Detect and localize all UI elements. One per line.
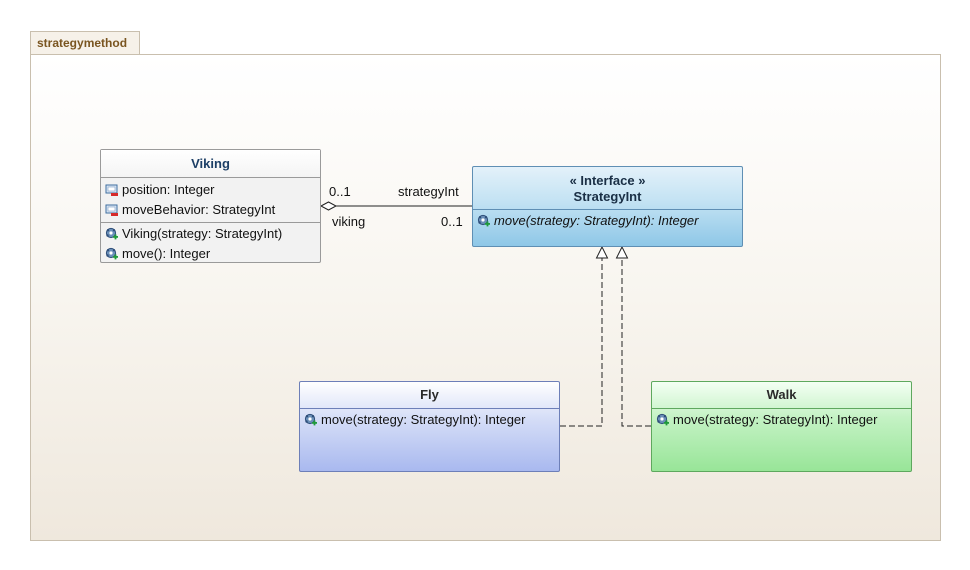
public-operation-icon (105, 247, 119, 261)
walk-class-name: Walk (766, 387, 797, 402)
strategy-end-multiplicity: 0..1 (441, 214, 463, 229)
viking-attribute-movebehavior[interactable]: moveBehavior: StrategyInt (101, 200, 320, 220)
walk-operation-move[interactable]: move(strategy: StrategyInt): Integer (652, 410, 911, 430)
viking-attribute-position[interactable]: position: Integer (101, 180, 320, 200)
fly-realization-arrowhead (595, 245, 609, 259)
public-operation-icon (477, 214, 491, 228)
fly-operations-compartment: move(strategy: StrategyInt): Integer (300, 408, 559, 430)
private-attribute-icon (105, 203, 119, 217)
operation-label: Viking(strategy: StrategyInt) (122, 226, 283, 241)
strategyint-header: « Interface » StrategyInt (473, 167, 742, 209)
strategyint-operation-move[interactable]: move(strategy: StrategyInt): Integer (473, 211, 742, 231)
viking-class[interactable]: Viking position: Integer moveBehavior: S… (100, 149, 321, 263)
strategyint-operations-compartment: move(strategy: StrategyInt): Integer (473, 209, 742, 231)
viking-attributes-compartment: position: Integer moveBehavior: Strategy… (101, 177, 320, 222)
strategyint-interface[interactable]: « Interface » StrategyInt move(strategy:… (472, 166, 743, 247)
strategyint-name: StrategyInt (573, 189, 642, 204)
strategy-end-role: strategyInt (398, 184, 459, 199)
interface-stereotype: « Interface » (569, 173, 646, 188)
walk-realization-line[interactable] (621, 258, 651, 427)
public-operation-icon (304, 413, 318, 427)
aggregation-diamond (319, 201, 338, 211)
package-tab[interactable]: strategymethod (30, 31, 140, 54)
walk-operations-compartment: move(strategy: StrategyInt): Integer (652, 408, 911, 430)
fly-operation-move[interactable]: move(strategy: StrategyInt): Integer (300, 410, 559, 430)
walk-realization-arrowhead (615, 245, 629, 259)
public-operation-icon (105, 227, 119, 241)
fly-class-name: Fly (420, 387, 439, 402)
operation-label: move(strategy: StrategyInt): Integer (673, 412, 878, 427)
fly-class[interactable]: Fly move(strategy: StrategyInt): Integer (299, 381, 560, 472)
operation-label: move(strategy: StrategyInt): Integer (494, 213, 699, 228)
viking-class-name: Viking (101, 150, 320, 177)
viking-end-multiplicity: 0..1 (329, 184, 351, 199)
walk-class[interactable]: Walk move(strategy: StrategyInt): Intege… (651, 381, 912, 472)
viking-operations-compartment: Viking(strategy: StrategyInt) move(): In… (101, 222, 320, 264)
public-operation-icon (656, 413, 670, 427)
operation-label: move(): Integer (122, 246, 211, 261)
attribute-label: position: Integer (122, 182, 215, 197)
viking-end-role: viking (332, 214, 366, 229)
operation-label: move(strategy: StrategyInt): Integer (321, 412, 526, 427)
private-attribute-icon (105, 183, 119, 197)
attribute-label: moveBehavior: StrategyInt (122, 202, 276, 217)
viking-operation-move[interactable]: move(): Integer (101, 244, 320, 264)
viking-operation-constructor[interactable]: Viking(strategy: StrategyInt) (101, 224, 320, 244)
fly-realization-line[interactable] (560, 258, 603, 427)
